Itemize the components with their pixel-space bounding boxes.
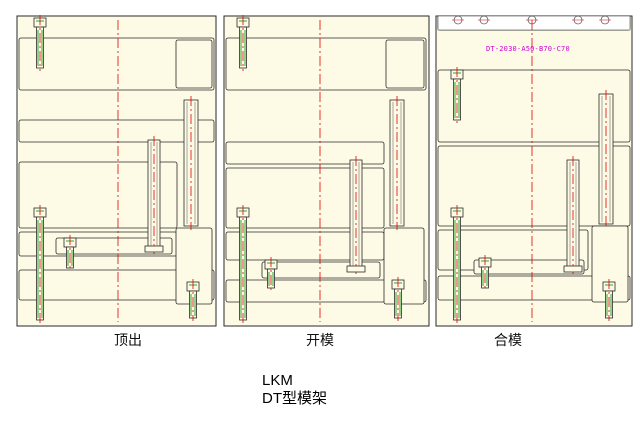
panel-open [223,15,430,327]
top-plate-step [175,39,213,89]
a-plate [225,141,385,165]
top-clamp-plate [437,69,631,143]
panel-eject [16,15,217,327]
panels-layer [16,15,633,327]
pin-collar [144,245,164,253]
a-b-plates [437,145,631,227]
a-plate [18,119,215,143]
mold-code-label: DT-2030-A50-B70-C70 [486,45,570,53]
b-plate [18,161,178,229]
panel-closed [435,15,633,327]
top-clamp-plate [18,37,215,91]
support-block [383,227,425,305]
b-plate [225,167,385,229]
clamp-bottom [18,269,215,301]
pin-collar [346,265,366,273]
top-clamp-plate [225,37,427,91]
caption-eject: 顶出 [114,333,142,349]
top-plate-step [385,39,425,89]
caption-open: 开模 [306,333,334,349]
brand-subtitle: DT型模架 [262,390,327,407]
brand-name: LKM [262,372,293,389]
pin-collar [563,265,583,273]
ejector-plate [473,259,585,275]
clamp-bottom [225,279,427,303]
caption-closed: 合模 [494,333,522,349]
ejector-plate [55,237,173,255]
